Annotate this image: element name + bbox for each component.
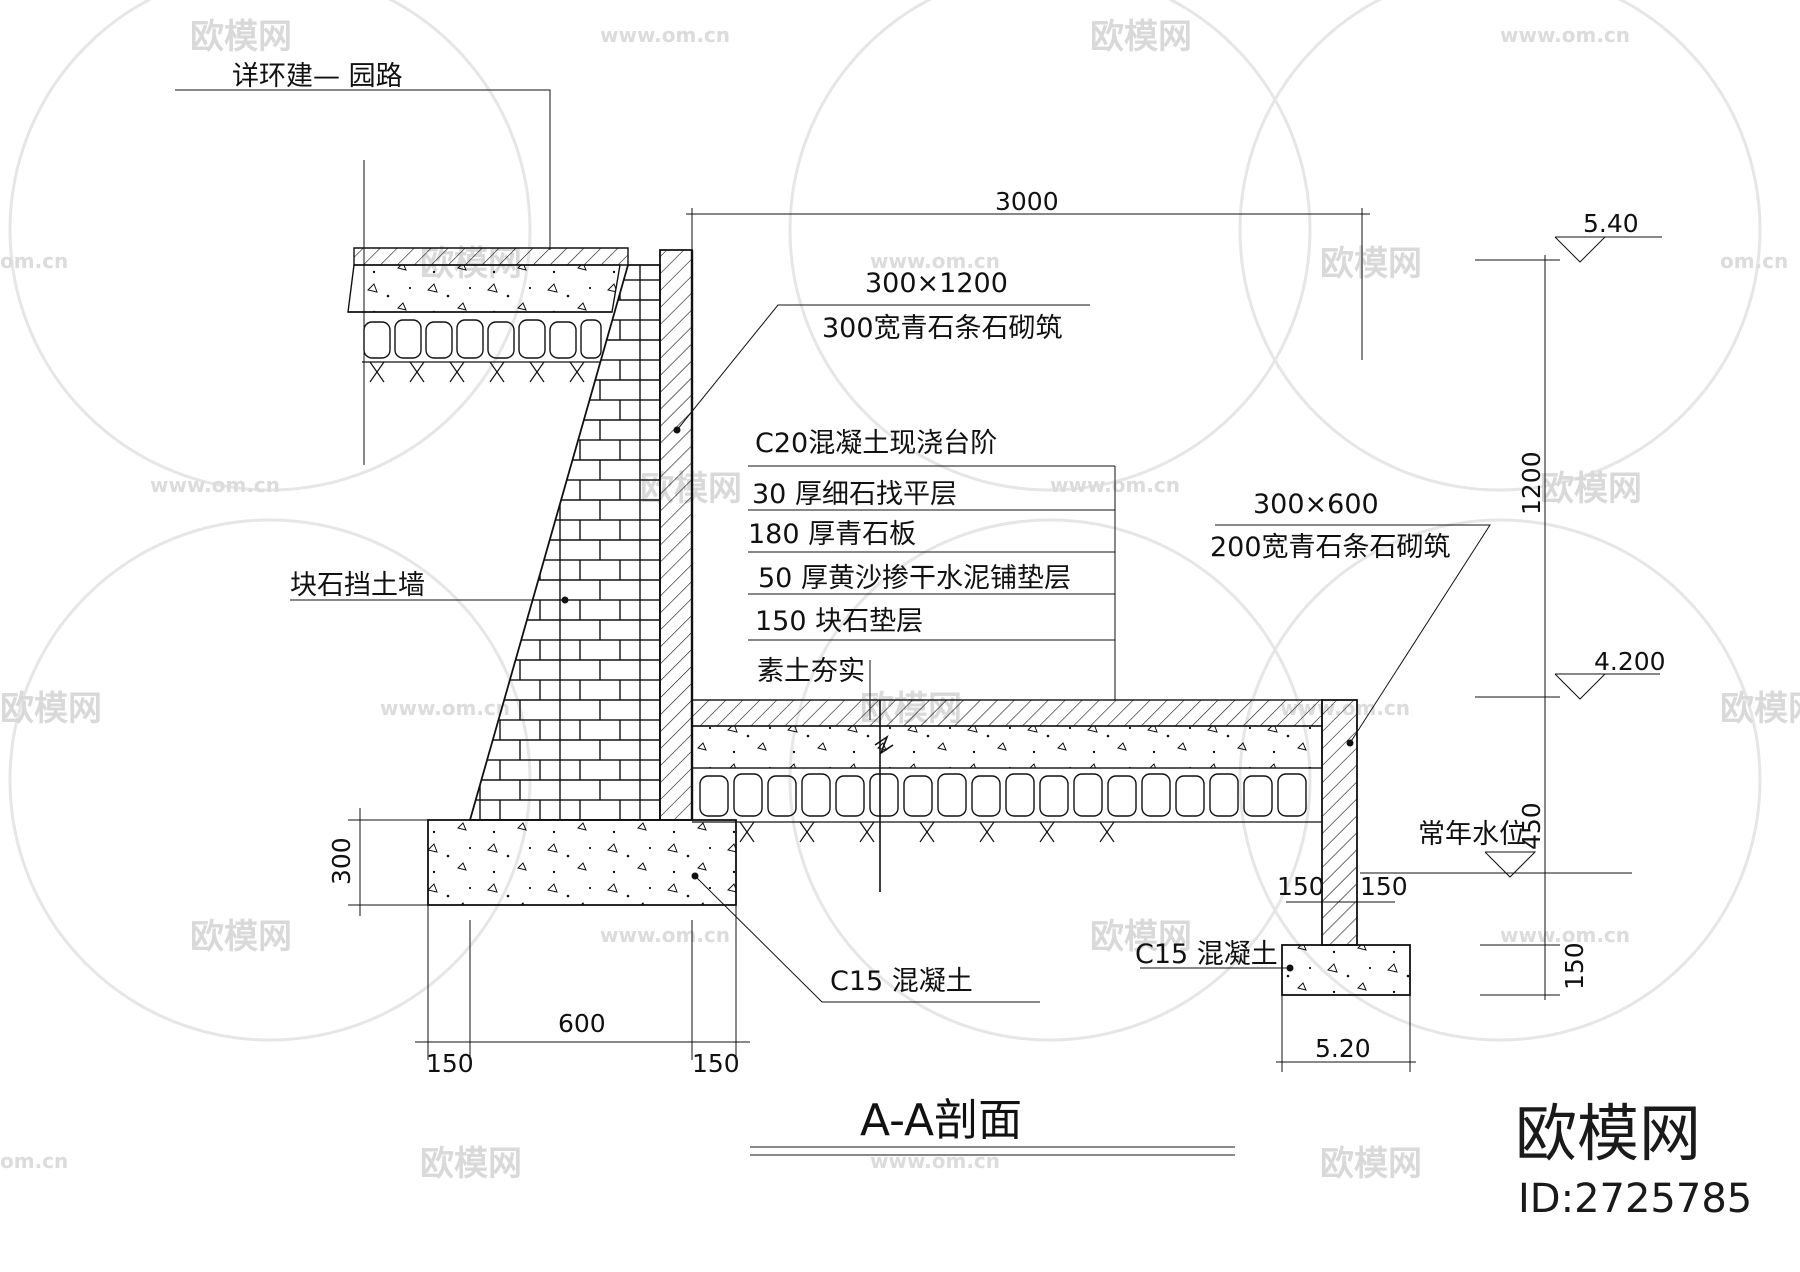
bottom-stones [699,773,1307,817]
dim-300: 300 [327,837,356,885]
watermark-url: www.om.cn [380,696,510,720]
dim-150: 150 [1560,942,1589,990]
dim-150-right: 150 [692,1049,740,1078]
watermark-brand: 欧模网 [1720,689,1800,729]
watermark-url: www.om.cn [870,1149,1000,1173]
watermark-url: www.om.cn [600,23,730,47]
retaining-wall [468,249,694,821]
pool-bottom [691,699,1323,892]
brand-logo: 欧模网 [1515,1097,1701,1170]
top-stone-size: 300×1200 [865,268,1008,299]
layer-table [748,465,1116,720]
layer-leveling: 30 厚细石找平层 [752,479,957,510]
annotations: 详环建— 园路 3000 300×1200 300宽青石条石砌筑 C20混凝土现… [232,61,1666,1146]
dim-wall-150-right: 150 [1360,872,1408,901]
dim-600: 600 [558,1009,606,1038]
right-stone-size: 300×600 [1253,489,1379,520]
watermark-brand: 欧模网 [1540,469,1642,509]
earth-hatch [362,361,600,383]
dim-top-width: 3000 [995,187,1059,216]
watermark-url: www.om.cn [1500,923,1630,947]
dim-wall-150-left: 150 [1277,872,1325,901]
dim-1200: 1200 [1517,451,1546,515]
right-stone-desc: 200宽青石条石砌筑 [1210,532,1451,563]
layer-rubble: 150 块石垫层 [755,606,923,637]
watermark-brand: 欧模网 [190,917,292,957]
watermark-url: om.cn [0,249,68,273]
layer-sand: 50 厚黄沙掺干水泥铺垫层 [758,563,1071,594]
elev-top: 5.40 [1583,209,1639,238]
road-label: 详环建— 园路 [232,61,403,92]
section-title: A-A剖面 [860,1095,1022,1146]
elev-mid: 4.200 [1594,647,1666,676]
brand-stamp: 欧模网 ID:2725785 [1515,1097,1752,1222]
watermark-brand: 欧模网 [1090,917,1192,957]
layer-soil: 素土夯实 [757,656,865,687]
watermark-brand: 欧模网 [420,1144,522,1184]
watermark-brand: 欧模网 [1090,17,1192,57]
watermark-brand: 欧模网 [1320,1144,1422,1184]
watermark-url: om.cn [1720,249,1788,273]
watermark-brand: 欧模网 [1320,244,1422,284]
concrete-left-label: C15 混凝土 [830,966,973,997]
road-stones [363,319,602,359]
watermark-url: www.om.cn [600,923,730,947]
watermark-brand: 欧模网 [190,17,292,57]
road-section [347,160,629,465]
watermark-url: www.om.cn [1500,23,1630,47]
watermark-url: www.om.cn [150,473,280,497]
concrete-right-label: C15 混凝土 [1135,939,1278,970]
watermark-brand: 欧模网 [0,689,102,729]
watermark-arcs [8,0,1762,1042]
left-foundation [348,808,750,1060]
bottom-earth [692,821,1322,843]
brand-id: ID:2725785 [1518,1176,1752,1222]
watermark-url: om.cn [0,1149,68,1173]
step-concrete-label: C20混凝土现浇台阶 [755,428,997,459]
dimension-lines [686,208,1662,1072]
watermark-url: www.om.cn [870,249,1000,273]
wall-label: 块石挡土墙 [290,570,425,601]
leader-lines [175,89,1491,1156]
water-level-label: 常年水位 [1418,819,1526,850]
top-stone-desc: 300宽青石条石砌筑 [822,313,1063,344]
dim-450: 450 [1517,802,1546,850]
dim-base-520: 5.20 [1315,1034,1371,1063]
dim-150-left: 150 [426,1049,474,1078]
layer-slab: 180 厚青石板 [748,519,916,550]
